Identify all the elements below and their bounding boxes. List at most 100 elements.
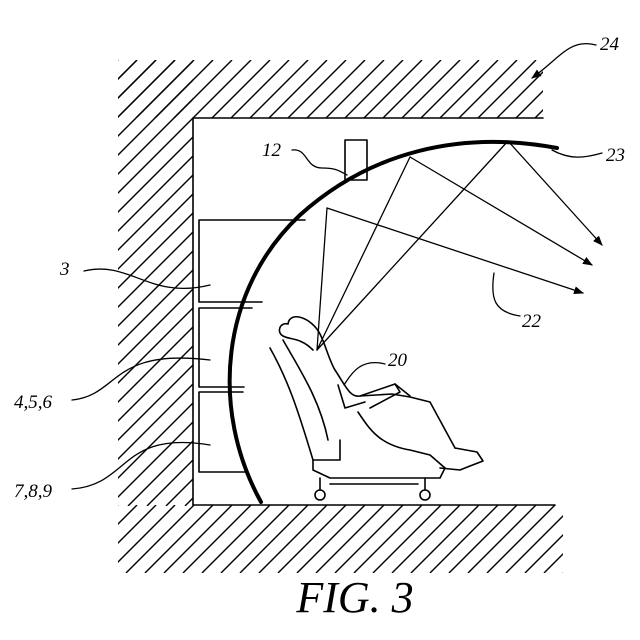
hatch-line bbox=[383, 60, 441, 118]
hatch-line bbox=[354, 505, 422, 573]
module-4-5-6-box bbox=[199, 308, 252, 387]
hatch-line bbox=[259, 505, 327, 573]
hatch-line bbox=[166, 60, 612, 506]
hatch-line bbox=[335, 505, 403, 573]
hatch-line bbox=[183, 505, 251, 573]
hatch-line bbox=[0, 60, 365, 506]
label-12: 12 bbox=[262, 140, 282, 161]
label-23: 23 bbox=[606, 145, 625, 166]
equipment-modules bbox=[199, 220, 305, 472]
hatch-line bbox=[544, 505, 612, 573]
hatch-line bbox=[497, 60, 555, 118]
hatch-line bbox=[0, 60, 384, 506]
hatch-line bbox=[563, 505, 631, 573]
hatch-line bbox=[0, 60, 251, 506]
hatch-line bbox=[212, 60, 270, 118]
hatch-line bbox=[373, 505, 441, 573]
hatch-line bbox=[0, 60, 232, 506]
module-3-box bbox=[199, 220, 305, 302]
hatch-line bbox=[128, 60, 574, 506]
hatch-line bbox=[0, 60, 156, 506]
hatch-line bbox=[0, 60, 327, 506]
hatch-line bbox=[449, 505, 517, 573]
hatch-line bbox=[107, 505, 175, 573]
hatch-line bbox=[126, 505, 194, 573]
hatch-line bbox=[421, 60, 479, 118]
hatch-line bbox=[193, 60, 251, 118]
module-7-8-9-box bbox=[199, 392, 245, 472]
wall-hatching-left bbox=[0, 60, 631, 506]
hatch-line bbox=[33, 60, 479, 506]
hatch-line bbox=[345, 60, 403, 118]
hatch-line bbox=[240, 505, 308, 573]
hatch-line bbox=[525, 505, 593, 573]
dome-screen bbox=[230, 142, 557, 502]
leader-12 bbox=[292, 150, 347, 175]
hatch-line bbox=[109, 60, 555, 506]
floor-hatching bbox=[50, 505, 631, 573]
hatch-line bbox=[90, 60, 536, 506]
hatch-line bbox=[0, 60, 118, 506]
hatch-line bbox=[0, 60, 213, 506]
hatch-line bbox=[136, 60, 194, 118]
hatch-line bbox=[79, 60, 137, 118]
hatch-line bbox=[0, 60, 289, 506]
hatch-line bbox=[288, 60, 346, 118]
hatch-line bbox=[0, 60, 346, 506]
figure-caption: FIG. 3 bbox=[295, 573, 413, 622]
hatch-line bbox=[440, 60, 498, 118]
leader-23 bbox=[552, 150, 602, 157]
hatch-line bbox=[307, 60, 365, 118]
label-22: 22 bbox=[522, 311, 542, 332]
hatch-line bbox=[69, 505, 137, 573]
hatch-line bbox=[459, 60, 517, 118]
hatch-line bbox=[430, 505, 498, 573]
hatch-line bbox=[0, 60, 403, 506]
room-outline bbox=[193, 118, 555, 505]
hatch-line bbox=[147, 60, 593, 506]
hatch-line bbox=[364, 60, 422, 118]
hatch-line bbox=[0, 60, 175, 506]
label-7-8-9: 7,8,9 bbox=[14, 481, 53, 502]
hatch-line bbox=[231, 60, 289, 118]
hatch-line bbox=[52, 60, 498, 506]
label-4-5-6: 4,5,6 bbox=[14, 392, 53, 413]
label-3: 3 bbox=[59, 259, 70, 280]
hatch-line bbox=[145, 505, 213, 573]
label-24: 24 bbox=[600, 34, 620, 55]
hatch-line bbox=[392, 505, 460, 573]
wall-hatching-top bbox=[60, 60, 593, 118]
hatch-line bbox=[60, 60, 118, 118]
hatch-line bbox=[326, 60, 384, 118]
hatch-line bbox=[174, 60, 232, 118]
hatch-line bbox=[487, 505, 555, 573]
hatch-line bbox=[221, 505, 289, 573]
hatch-line bbox=[0, 60, 270, 506]
hatch-line bbox=[155, 60, 213, 118]
label-20: 20 bbox=[388, 350, 408, 371]
hatch-line bbox=[411, 505, 479, 573]
hatch-line bbox=[468, 505, 536, 573]
hatch-line bbox=[269, 60, 327, 118]
hatch-line bbox=[478, 60, 536, 118]
hatch-line bbox=[88, 505, 156, 573]
hatch-line bbox=[0, 60, 422, 506]
hatch-line bbox=[0, 60, 137, 506]
leader-20 bbox=[344, 363, 385, 385]
hatch-line bbox=[506, 505, 574, 573]
hatch-line bbox=[0, 60, 441, 506]
hatch-line bbox=[278, 505, 346, 573]
hatch-line bbox=[250, 60, 308, 118]
hatch-line bbox=[402, 60, 460, 118]
leader-lines bbox=[72, 44, 602, 489]
hatch-line bbox=[98, 60, 156, 118]
hatch-line bbox=[297, 505, 365, 573]
hatch-line bbox=[164, 505, 232, 573]
hatch-line bbox=[516, 60, 574, 118]
hatch-line bbox=[202, 505, 270, 573]
hatch-line bbox=[316, 505, 384, 573]
hatch-line bbox=[50, 505, 118, 573]
reclining-chair-with-occupant bbox=[270, 317, 483, 500]
leader-22 bbox=[493, 273, 520, 316]
